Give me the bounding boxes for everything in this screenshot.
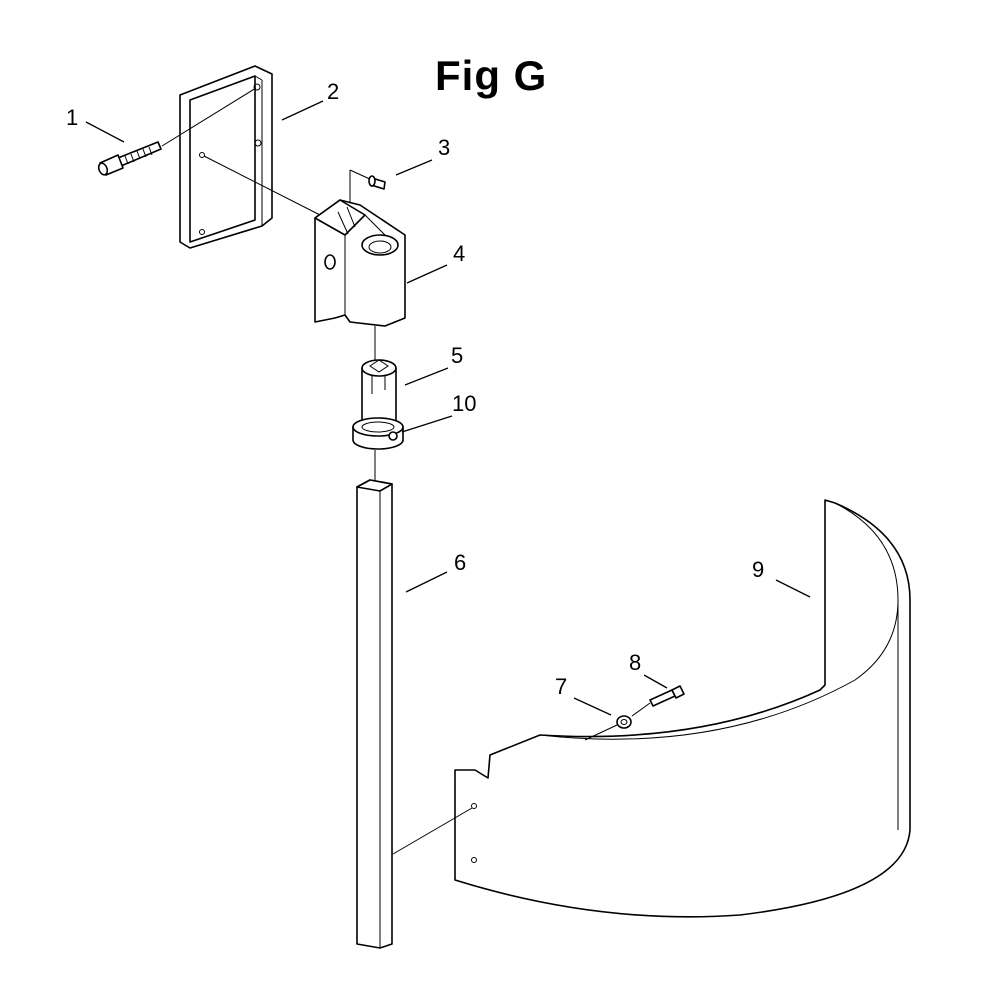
label-8: 8 [629,650,641,675]
leader-lines [85,100,811,716]
part-3-screw [349,169,386,205]
label-6: 6 [454,550,466,575]
label-10: 10 [452,391,476,416]
part-1-screw [97,141,162,176]
part-9-guard [454,499,911,918]
assembly-line [392,807,473,855]
label-1: 1 [66,105,78,130]
part-6-bar [356,479,393,949]
part-7-washer [584,715,632,741]
part-8-screw [631,685,685,717]
label-3: 3 [438,135,450,160]
label-7: 7 [555,674,567,699]
label-4: 4 [453,241,465,266]
label-5: 5 [451,343,463,368]
part-10-collar [352,417,404,450]
label-9: 9 [752,557,764,582]
part-4-block [314,199,406,327]
part-2-bracket [179,65,273,249]
figure-title: Fig G [435,52,547,99]
assembly-line [161,87,257,147]
assembly-line [203,155,323,217]
label-2: 2 [327,79,339,104]
